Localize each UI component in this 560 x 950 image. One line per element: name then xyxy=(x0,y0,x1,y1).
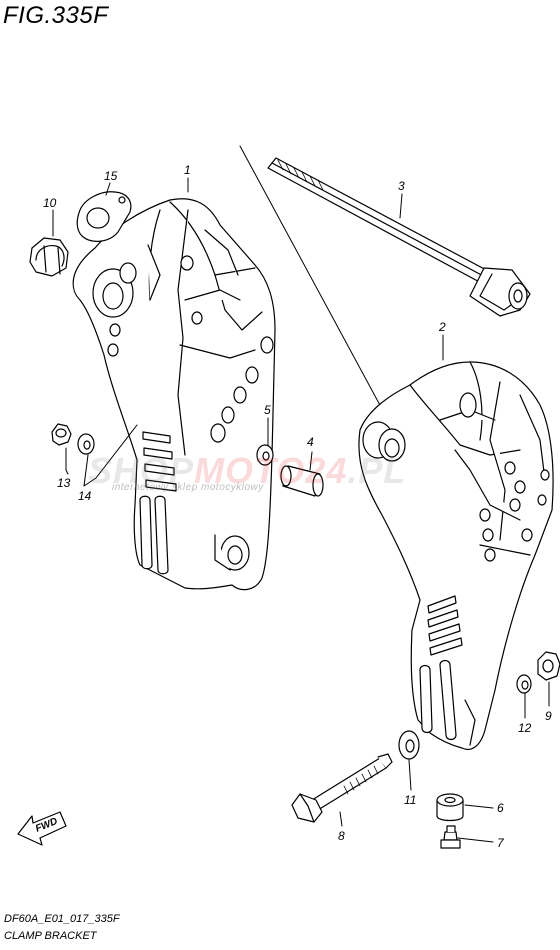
callout-2: 2 xyxy=(438,320,446,334)
callout-8: 8 xyxy=(338,829,345,843)
part-9-nut xyxy=(537,651,560,681)
figure-title: FIG.335F xyxy=(3,2,109,29)
figure-code: DF60A_E01_017_335F xyxy=(4,913,120,925)
part-2-clamp-bracket-right xyxy=(358,361,554,751)
watermark-tagline: internetowy sklep motocyklowy xyxy=(112,482,264,493)
callout-7: 7 xyxy=(497,836,505,850)
callout-9: 9 xyxy=(545,709,552,723)
callout-5: 5 xyxy=(264,403,271,417)
part-4-pin xyxy=(280,465,324,497)
part-14-washer xyxy=(77,433,95,455)
part-13-nut xyxy=(51,423,72,446)
callout-4: 4 xyxy=(307,435,314,449)
callout-6: 6 xyxy=(497,801,504,815)
part-3-through-bolt xyxy=(267,157,531,317)
callout-1: 1 xyxy=(184,163,191,177)
callout-10: 10 xyxy=(43,196,57,210)
part-10-nut xyxy=(29,237,69,277)
part-5-washer xyxy=(256,444,274,466)
part-12-washer xyxy=(516,674,532,694)
callout-12: 12 xyxy=(518,721,532,735)
callout-15: 15 xyxy=(104,169,118,183)
watermark-logo: SHOPMOTO24.PL xyxy=(88,450,407,491)
part-6-spacer xyxy=(436,793,464,822)
part-15-plate xyxy=(76,191,132,242)
fwd-arrow-icon: FWD xyxy=(17,811,67,846)
part-11-washer xyxy=(398,730,420,760)
part-8-bolt xyxy=(291,753,393,823)
callout-leader-lines xyxy=(52,177,550,843)
callout-14: 14 xyxy=(78,489,92,503)
callout-numbers: 1 2 3 4 5 6 7 8 9 10 11 12 13 14 15 xyxy=(43,163,552,850)
figure-name: CLAMP BRACKET xyxy=(4,930,97,942)
part-1-clamp-bracket-left xyxy=(72,198,276,591)
callout-13: 13 xyxy=(57,476,71,490)
callout-11: 11 xyxy=(404,793,416,807)
callout-3: 3 xyxy=(398,179,405,193)
part-7-bolt xyxy=(440,825,461,849)
